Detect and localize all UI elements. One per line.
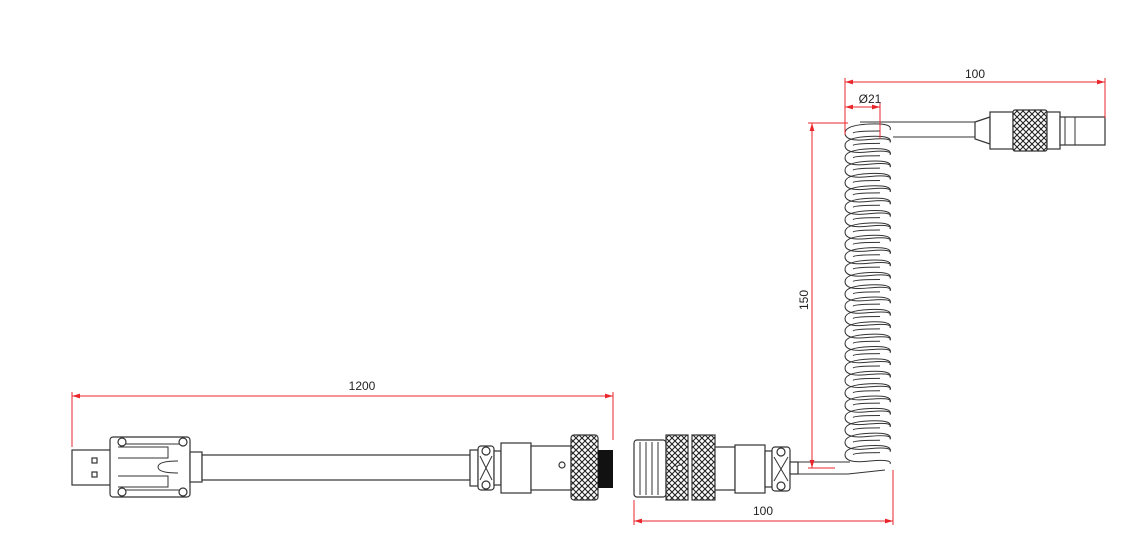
dimension-cable-length: 1200 [71,379,614,447]
coil-turn [844,420,891,440]
coil-turn [844,395,891,415]
coil-lead [798,461,886,475]
dim-label-100-top: 100 [965,67,985,81]
aviation-plug-male [469,434,613,501]
aviation-socket-female [633,434,799,501]
coil-turn [844,370,891,391]
coil-turn [844,185,891,205]
dimension-coil-length: 150 [797,122,848,469]
coil-turn [844,346,891,366]
coil-turn [844,321,891,341]
coil-turn [844,247,891,267]
push-pull-connector [974,109,1106,152]
coil-turn [844,197,891,217]
coil-turn [844,209,891,230]
dim-label-100-bottom: 100 [753,504,773,518]
dimension-coil-diameter: Ø21 [845,92,882,138]
coil-turn [844,296,891,316]
coil-turn [844,407,891,428]
top-cable [860,121,975,138]
coiled-cable [844,123,891,465]
coil-turn [844,271,891,292]
dim-label-1200: 1200 [349,379,376,393]
coil-turn [844,445,891,465]
dimension-coil-connector-width: 100 [633,470,894,525]
coil-turn [844,308,891,329]
dim-label-diameter: Ø21 [859,92,882,106]
coil-turn [844,148,891,168]
coil-turn [844,432,891,452]
coil-turn [844,160,891,180]
coil-turn [844,123,891,143]
coil-turn [844,135,891,155]
dim-label-150: 150 [797,290,811,310]
usb-a-connector [71,436,203,498]
dimension-top-connector-width: 100 [844,67,1106,135]
coil-turn [844,172,891,193]
coil-turn [844,259,891,279]
coil-turn [844,284,891,304]
coil-turn [844,383,891,403]
coil-turn [844,222,891,242]
cable [201,454,471,481]
coil-turn [844,234,891,254]
coil-turn [844,333,891,353]
coil-turn [844,358,891,378]
